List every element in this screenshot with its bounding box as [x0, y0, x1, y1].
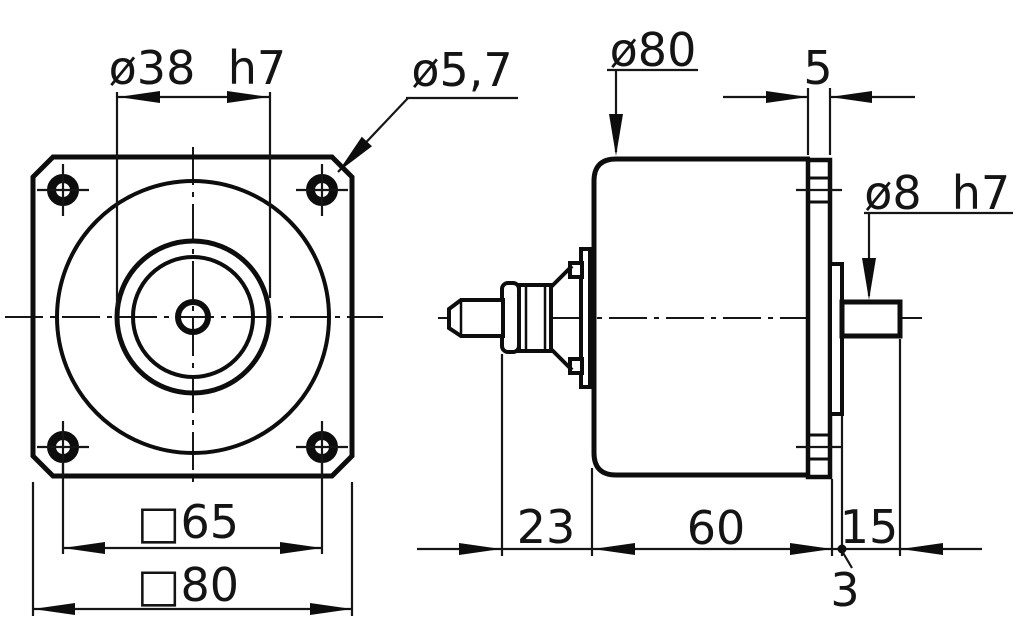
arrowhead-right: [310, 603, 352, 615]
pilot-boss-edge: [828, 262, 844, 416]
dim-flange-thickness: 5: [723, 41, 915, 155]
rear-tab-top: [568, 261, 584, 279]
arrowhead-left: [63, 542, 105, 554]
rear-cone-edge-bottom: [549, 347, 574, 372]
dim-label-body-length: 60: [687, 501, 746, 555]
dim-label-bolt-spacing: □65: [137, 495, 239, 549]
dim-label-boss-tol: h7: [228, 41, 286, 95]
arrowhead-right: [280, 542, 322, 554]
rear-mount-plate: [579, 247, 592, 389]
pilot-boss-circle: [114, 238, 272, 396]
arrowhead-right: [830, 91, 872, 103]
output-shaft: [839, 299, 903, 339]
rear-shaft: [447, 298, 505, 338]
dim-body-diameter: ø80: [607, 23, 698, 156]
dim-hole-diameter: ø5,7: [337, 43, 518, 173]
rear-cone-edge-top: [549, 264, 574, 289]
arrowhead-right: [227, 91, 269, 103]
arrowhead-leader: [609, 114, 623, 156]
front-centerlines: [5, 147, 383, 489]
body-silhouette-circle: [55, 179, 331, 455]
mounting-hole-top-right: [296, 164, 348, 216]
dim-label-flange-size: □80: [137, 558, 239, 612]
dim-label-shaft-tol: h7: [952, 166, 1010, 220]
flange-hole-marks: [796, 176, 842, 461]
dim-label-flange-thickness: 5: [803, 41, 832, 95]
arrowhead-left: [33, 603, 75, 615]
arrowhead-23-left: [459, 543, 501, 555]
arrowhead-60-right: [790, 543, 832, 555]
dim-boss-diameter: ø38 h7: [109, 41, 286, 308]
flange-edge-view: [805, 157, 833, 480]
dim-flange-size: □80: [31, 482, 354, 616]
dim-label-body-dia: ø80: [610, 23, 697, 77]
rear-tab-bottom: [568, 357, 584, 375]
dim-label-hole-dia: ø5,7: [411, 43, 512, 97]
arrowhead-leader: [862, 258, 876, 300]
arrowhead-left: [766, 91, 808, 103]
dim-label-shaft-dia: ø8: [864, 166, 921, 220]
dim-label-boss-dia: ø38: [109, 41, 196, 95]
leader-line-boss-thickness: [841, 550, 853, 569]
dim-length-chain: 23 60 15 3: [417, 339, 982, 617]
front-view: [5, 147, 383, 489]
shaft-circle: [175, 299, 211, 335]
mounting-flange-outline: [30, 154, 355, 479]
pilot-recess-circle: [131, 255, 255, 379]
arrowhead-60-left: [593, 543, 635, 555]
rear-coupling-assembly: [447, 247, 592, 389]
motor-body-profile: [591, 156, 810, 478]
dimension-dot: [837, 544, 847, 554]
mounting-hole-top-left: [37, 164, 89, 216]
arrowhead-15-right: [901, 543, 943, 555]
dim-label-shaft-length: 15: [840, 500, 899, 554]
dim-shaft-diameter: ø8 h7: [862, 166, 1013, 300]
arrowhead-left: [118, 91, 160, 103]
arrowhead-leader: [338, 136, 372, 172]
dim-bolt-spacing: □65: [61, 457, 324, 554]
dim-label-boss-thickness: 3: [830, 563, 859, 617]
dim-label-rear-length: 23: [517, 500, 576, 554]
side-view: [438, 156, 922, 480]
